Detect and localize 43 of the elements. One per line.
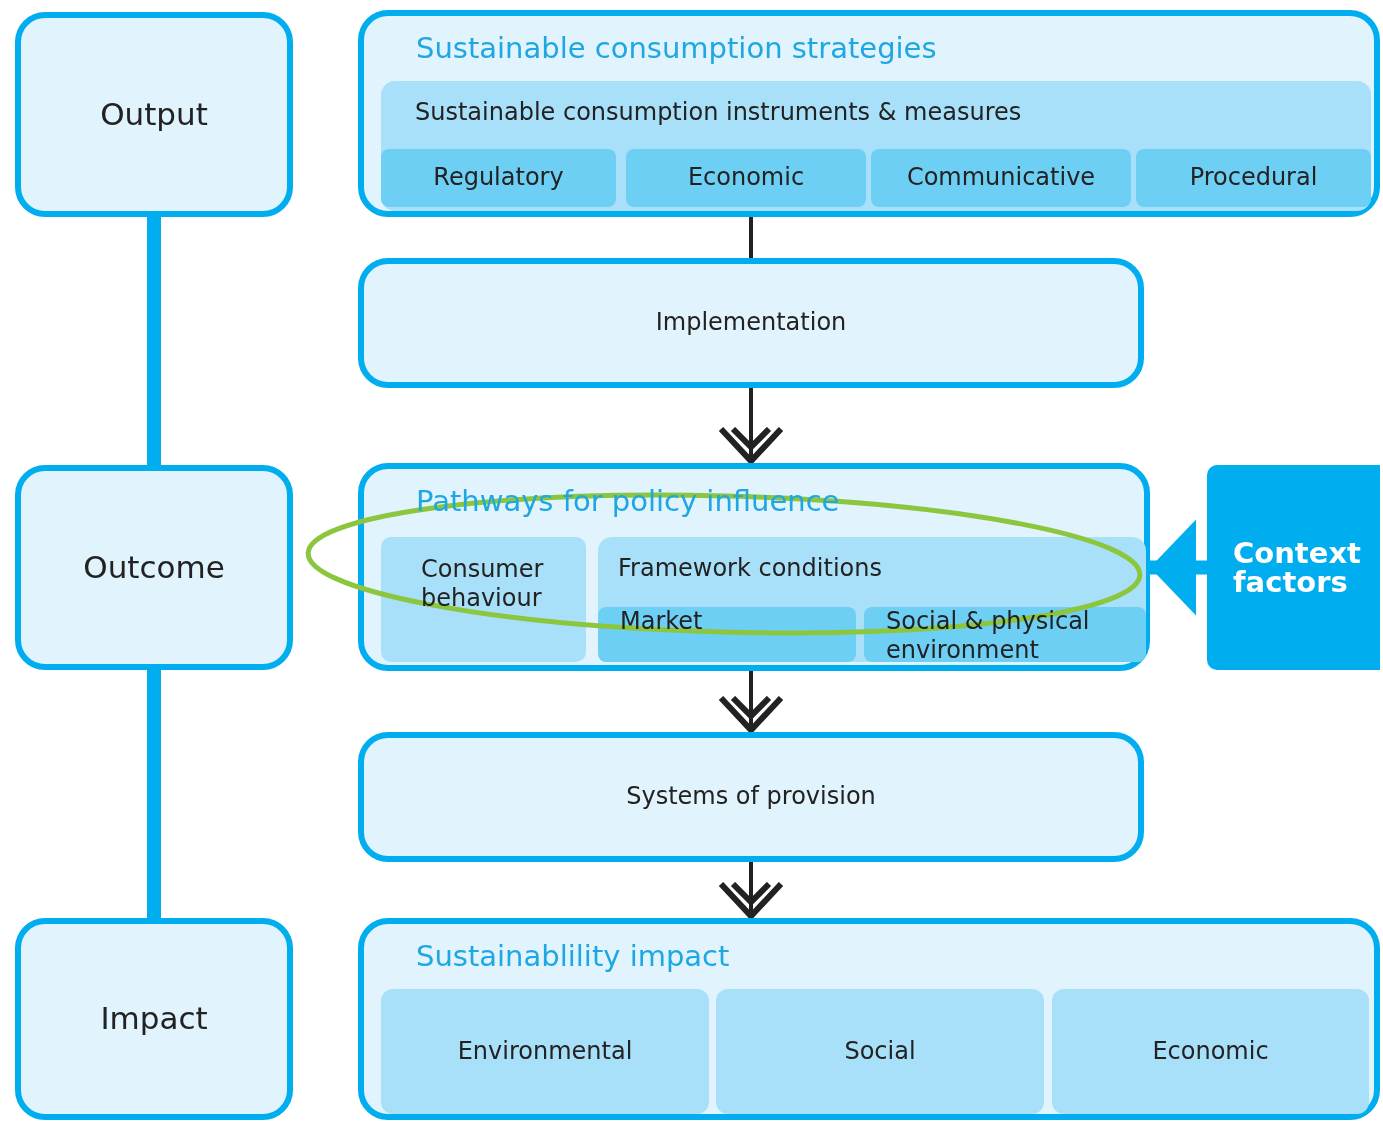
group-title: Sustainablility impact	[416, 940, 730, 974]
node-label: Environmental	[456, 1037, 634, 1066]
node-label: Social	[843, 1037, 917, 1066]
node-label: Economic	[1151, 1037, 1270, 1066]
context-box	[1207, 465, 1380, 670]
process-box	[871, 149, 1131, 207]
connector-line	[147, 217, 161, 465]
node-label: Regulatory	[432, 164, 565, 192]
stage-box	[15, 918, 293, 1120]
process-box	[626, 149, 866, 207]
node-label: Market	[620, 607, 704, 636]
node-label: Systems of provision	[625, 783, 877, 811]
process-box	[358, 732, 1144, 862]
group-title: Framework conditions	[618, 555, 882, 583]
connector-line	[749, 217, 753, 258]
stage-box	[15, 12, 293, 217]
process-box	[598, 607, 856, 662]
process-box	[381, 537, 586, 662]
stage-box	[15, 465, 293, 670]
group-title: Sustainable consumption instruments & measures	[415, 99, 1022, 127]
process-box	[1136, 149, 1371, 207]
node-label: Economic	[686, 164, 806, 192]
stage-label: Impact	[99, 1001, 209, 1037]
node-label: Implementation	[654, 309, 848, 337]
arrow	[1150, 519, 1207, 616]
group-box	[358, 463, 1150, 671]
group-box	[381, 81, 1371, 211]
process-box	[716, 989, 1044, 1114]
group-box	[358, 10, 1380, 217]
stage-label: Outcome	[82, 549, 226, 586]
process-box	[1052, 989, 1369, 1114]
group-box	[598, 537, 1146, 662]
process-box	[381, 149, 616, 207]
group-title: Sustainable consumption strategies	[416, 32, 937, 66]
connector-line	[147, 670, 161, 918]
process-box	[358, 258, 1144, 388]
stage-label: Output	[99, 96, 209, 133]
process-box	[381, 989, 709, 1114]
node-label: Consumer behaviour	[421, 555, 545, 613]
node-label: Context factors	[1233, 538, 1362, 597]
node-label: Communicative	[905, 164, 1097, 192]
group-box	[358, 918, 1380, 1120]
node-label: Procedural	[1188, 164, 1319, 192]
